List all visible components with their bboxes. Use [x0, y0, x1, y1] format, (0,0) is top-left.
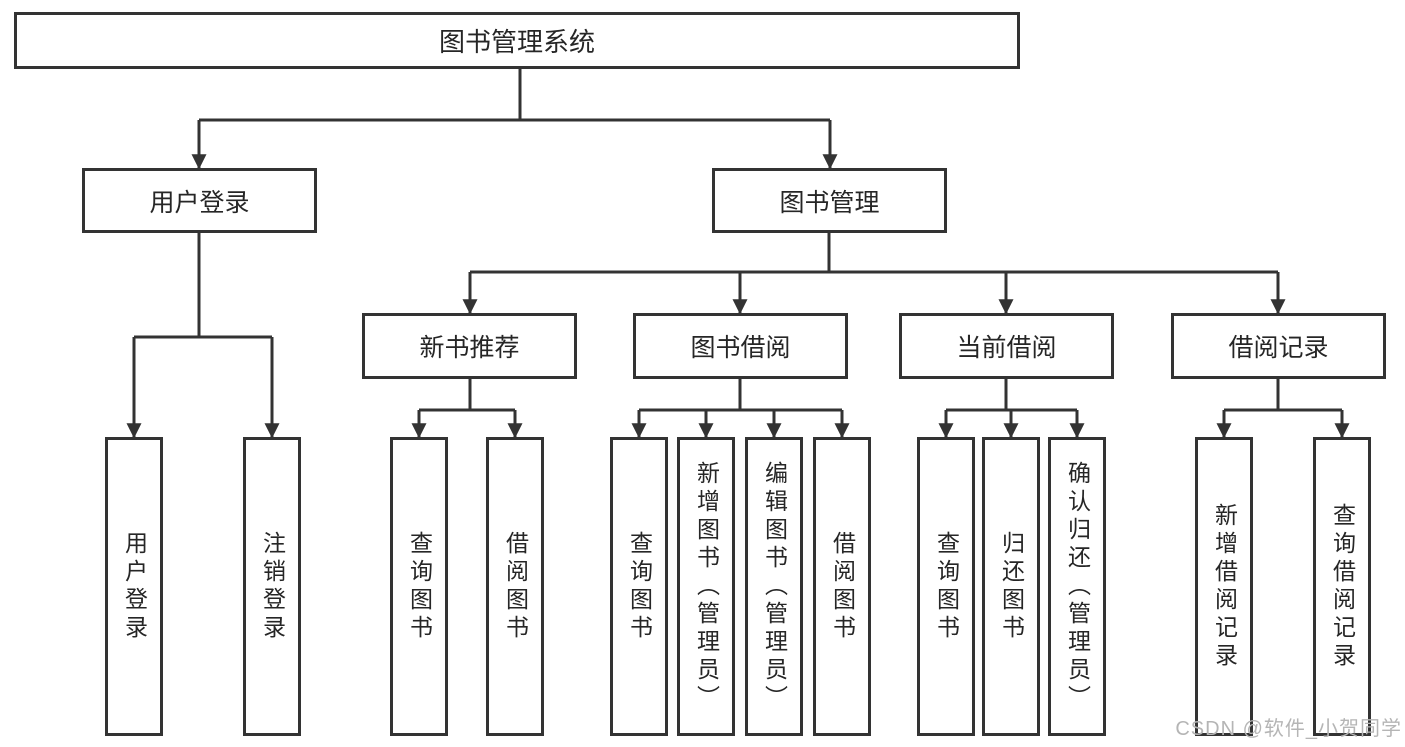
leaf-label: 新增借阅记录	[1211, 502, 1238, 671]
leaf-label: 归还图书	[998, 530, 1025, 643]
leaf-user-login: 用户登录	[105, 437, 163, 736]
node-library-system: 图书管理系统	[14, 12, 1020, 69]
watermark: CSDN @软件_小贺同学	[1175, 718, 1402, 740]
leaf-label: 用户登录	[121, 530, 148, 643]
leaf-label: 编辑图书（管理员）	[761, 460, 788, 713]
node-label: 当前借阅	[956, 334, 1057, 362]
leaf-label: 查询图书	[626, 530, 653, 643]
node-label: 新书推荐	[419, 334, 520, 362]
leaf-label: 查询借阅记录	[1329, 502, 1356, 671]
node-label: 图书管理系统	[438, 27, 595, 57]
leaf-cb-confirm-return-admin: 确认归还（管理员）	[1048, 437, 1106, 736]
node-label: 借阅记录	[1228, 334, 1329, 362]
leaf-logout: 注销登录	[243, 437, 301, 736]
leaf-bb-edit-books-admin: 编辑图书（管理员）	[745, 437, 803, 736]
leaf-bb-query-books: 查询图书	[610, 437, 668, 736]
leaf-label: 新增图书（管理员）	[693, 460, 720, 713]
leaf-label: 查询图书	[933, 530, 960, 643]
node-user-login: 用户登录	[82, 168, 317, 233]
leaf-label: 借阅图书	[502, 530, 529, 643]
node-label: 图书借阅	[690, 334, 791, 362]
node-book-management: 图书管理	[712, 168, 947, 233]
leaf-cb-return-books: 归还图书	[982, 437, 1040, 736]
leaf-nb-borrow-books: 借阅图书	[486, 437, 544, 736]
node-book-borrow: 图书借阅	[633, 313, 848, 379]
leaf-label: 查询图书	[406, 530, 433, 643]
leaf-nb-query-books: 查询图书	[390, 437, 448, 736]
leaf-bb-borrow-books: 借阅图书	[813, 437, 871, 736]
leaf-br-query-record: 查询借阅记录	[1313, 437, 1371, 736]
leaf-cb-query-books: 查询图书	[917, 437, 975, 736]
leaf-label: 借阅图书	[829, 530, 856, 643]
node-borrow-records: 借阅记录	[1171, 313, 1386, 379]
leaf-bb-add-books-admin: 新增图书（管理员）	[677, 437, 735, 736]
node-label: 图书管理	[779, 188, 880, 217]
node-current-borrow: 当前借阅	[899, 313, 1114, 379]
leaf-label: 确认归还（管理员）	[1064, 460, 1091, 713]
node-new-book-recommend: 新书推荐	[362, 313, 577, 379]
leaf-label: 注销登录	[259, 530, 286, 643]
node-label: 用户登录	[149, 188, 250, 217]
leaf-br-add-record: 新增借阅记录	[1195, 437, 1253, 736]
